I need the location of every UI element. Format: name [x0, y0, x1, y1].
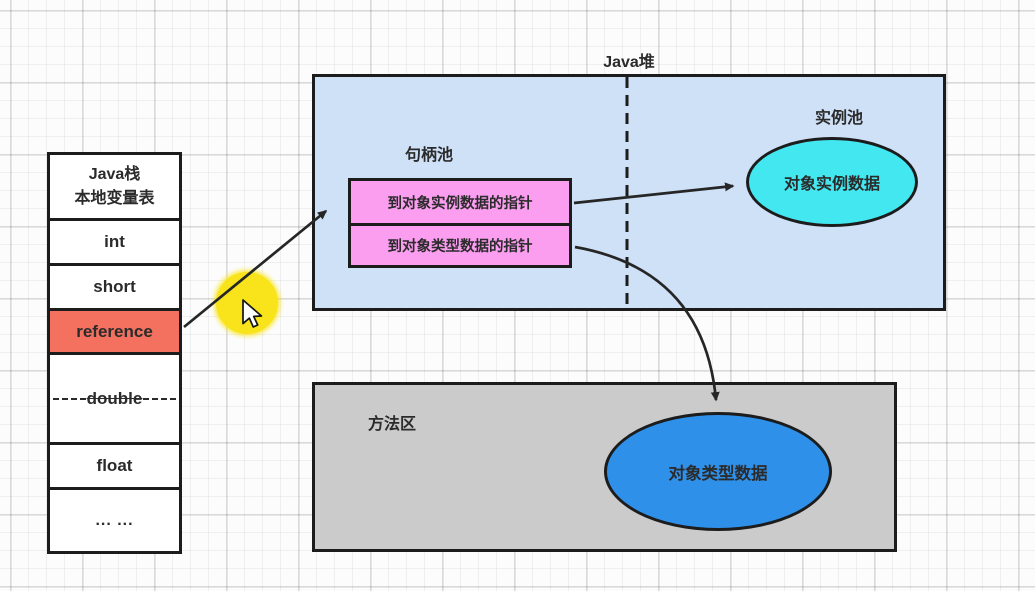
- object-type-data-ellipse: 对象类型数据: [604, 412, 832, 531]
- stack-row-float: float: [50, 442, 179, 487]
- stack-title-line2: 本地变量表: [74, 189, 155, 207]
- pointer-to-instance-data-row: 到对象实例数据的指针: [387, 195, 533, 212]
- stack-row-int: int: [50, 218, 179, 263]
- stack-row-double: double: [50, 352, 179, 442]
- pointer-to-type-data-row: 到对象类型数据的指针: [351, 223, 569, 265]
- java-stack-table: Java栈 本地变量表 int short reference double f…: [47, 152, 182, 554]
- handle-pool-label: 句柄池: [405, 147, 454, 164]
- double-dash-right: [143, 397, 176, 400]
- java-heap-title: Java堆: [603, 54, 655, 71]
- method-area-label: 方法区: [368, 416, 417, 433]
- stack-row-short: short: [50, 263, 179, 308]
- stack-row-reference: reference: [50, 308, 179, 352]
- instance-pool-label: 实例池: [815, 110, 864, 127]
- highlight-dot: [216, 272, 278, 334]
- stack-row-ellipsis: ... ...: [50, 487, 179, 551]
- object-instance-data-ellipse: 对象实例数据: [746, 137, 918, 227]
- stack-row-double-label: double: [86, 388, 143, 408]
- stack-title-line1: Java栈: [88, 166, 141, 184]
- handle-pool-entry: 到对象实例数据的指针 到对象类型数据的指针: [348, 178, 572, 268]
- stack-table-header: Java栈 本地变量表: [50, 155, 179, 218]
- double-dash-left: [53, 397, 86, 400]
